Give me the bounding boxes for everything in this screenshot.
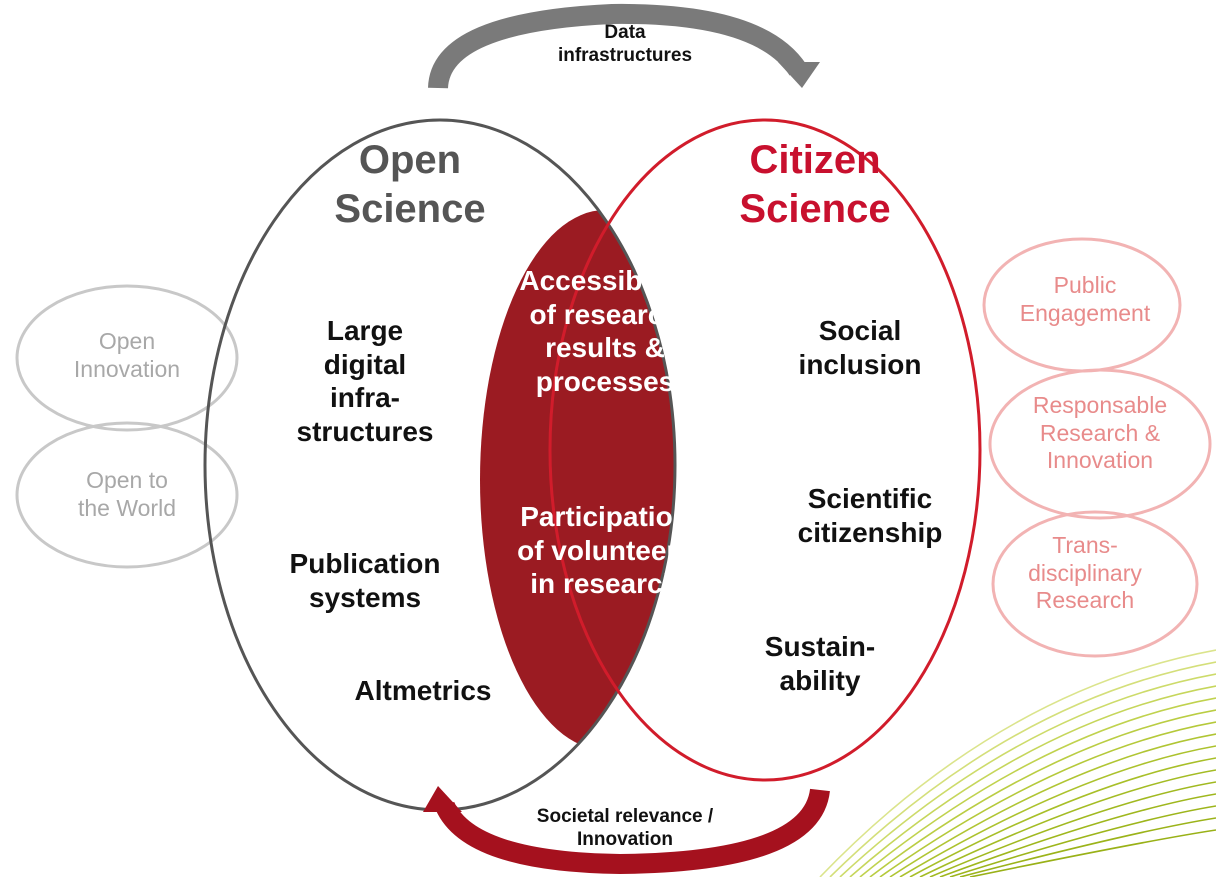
open-science-title: Open Science <box>334 138 486 231</box>
overlap-item-participation: Participation of volunteers in research <box>517 501 693 600</box>
open-science-item-publication: Publication systems <box>289 548 441 613</box>
citizen-science-title: Citizen Science <box>739 138 891 231</box>
public-engagement-label: Public Engagement <box>1019 272 1151 326</box>
societal-relevance-label: Societal relevance / Innovation <box>536 806 714 850</box>
citizen-science-circle <box>548 118 982 782</box>
decorative-swoosh <box>819 649 1216 877</box>
responsible-research-label: Responsable Research & Innovation <box>1032 392 1168 474</box>
overlap-item-accessibility: Accessibility of research results & proc… <box>519 265 691 397</box>
responsible-research-ellipse <box>988 368 1212 520</box>
data-infrastructures-label: Data infrastructures <box>557 22 693 66</box>
transdisciplinary-label: Trans- disciplinary Research <box>1028 532 1142 614</box>
open-innovation-ellipse <box>15 284 239 432</box>
societal-relevance-arrowhead <box>423 786 462 812</box>
citizen-science-item-sustainability: Sustain- ability <box>764 631 876 696</box>
open-to-world-label: Open to the World <box>77 467 176 521</box>
citizen-science-item-citizenship: Scientific citizenship <box>797 483 943 548</box>
open-to-world-ellipse <box>15 421 239 569</box>
data-infrastructures-arrow <box>428 3 807 90</box>
transdisciplinary-ellipse <box>991 510 1199 658</box>
societal-relevance-arrow <box>435 788 830 875</box>
open-science-item-infrastructures: Large digital infra- structures <box>296 315 434 447</box>
open-innovation-label: Open Innovation <box>73 328 181 382</box>
open-science-item-altmetrics: Altmetrics <box>354 675 492 706</box>
citizen-science-item-social: Social inclusion <box>798 315 922 380</box>
data-infrastructures-arrowhead <box>778 62 820 88</box>
